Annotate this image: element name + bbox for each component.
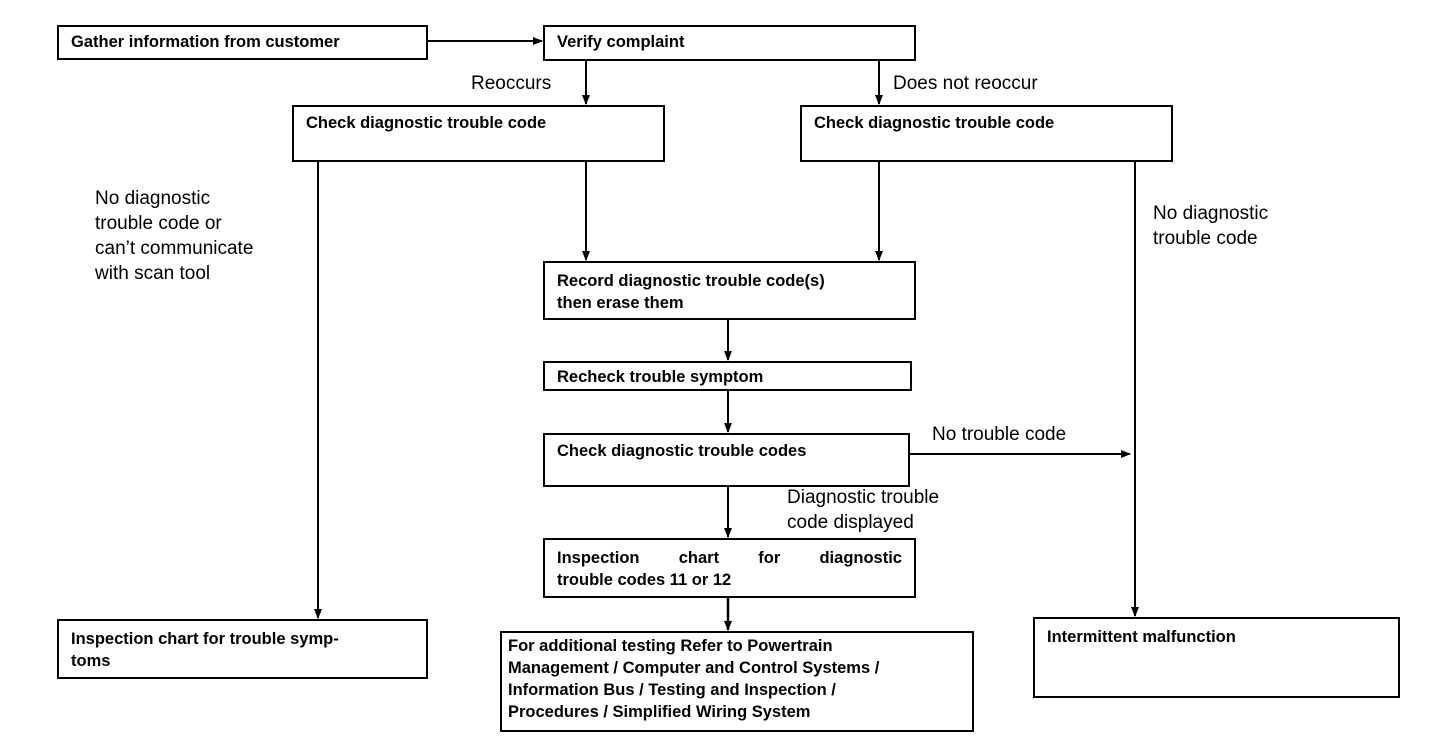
inspection-codes-line-2: trouble codes 11 or 12 [557, 571, 732, 589]
inspection-symptoms-box: Inspection chart for trouble symp- toms [57, 619, 428, 679]
verify-complaint-box: Verify complaint [543, 25, 916, 61]
recheck-symptom-box: Recheck trouble symptom [543, 361, 912, 391]
check-code-left-label: Check diagnostic trouble code [306, 114, 547, 132]
record-codes-line-1: Record diagnostic trouble code(s) [557, 272, 825, 290]
label-no-code-left-line-2: trouble code or [95, 213, 222, 234]
check-code-left-box: Check diagnostic trouble code [292, 105, 665, 162]
label-no-trouble-code: No trouble code [932, 424, 1067, 445]
check-code-right-box: Check diagnostic trouble code [800, 105, 1173, 162]
label-code-displayed: Diagnostic trouble code displayed [787, 485, 939, 535]
inspection-symptoms-line-2: toms [71, 652, 111, 670]
intermittent-malfunction-box: Intermittent malfunction [1033, 617, 1400, 698]
label-no-code-right-line-1: No diagnostic [1153, 203, 1269, 224]
additional-testing-line-1: For additional testing Refer to Powertra… [508, 637, 833, 655]
label-does-not-reoccur: Does not reoccur [893, 73, 1038, 94]
label-no-code-left-line-3: can’t communicate [95, 238, 254, 259]
gather-info-box: Gather information from customer [57, 25, 428, 60]
additional-testing-line-3: Information Bus / Testing and Inspection… [508, 681, 836, 699]
inspection-codes-line-1: Inspection chart for diagnostic [557, 549, 902, 567]
label-no-code-left-line-4: with scan tool [95, 263, 211, 284]
label-reoccurs: Reoccurs [471, 73, 552, 94]
check-code-right-label: Check diagnostic trouble code [814, 114, 1055, 132]
label-no-code-left: No diagnostic trouble code or can’t comm… [95, 186, 253, 286]
inspection-codes-box: Inspection chart for diagnostic trouble … [543, 538, 916, 598]
additional-testing-box: For additional testing Refer to Powertra… [500, 631, 974, 732]
gather-info-label: Gather information from customer [71, 33, 340, 51]
label-code-displayed-line-1: Diagnostic trouble [787, 487, 940, 508]
verify-complaint-label: Verify complaint [557, 33, 685, 51]
record-codes-line-2: then erase them [557, 294, 684, 312]
additional-testing-line-4: Procedures / Simplified Wiring System [508, 703, 811, 721]
inspection-symptoms-line-1: Inspection chart for trouble symp- [71, 630, 339, 648]
label-no-code-right: No diagnostic trouble code [1153, 201, 1268, 251]
intermittent-malfunction-label: Intermittent malfunction [1047, 628, 1236, 646]
check-codes-label: Check diagnostic trouble codes [557, 442, 807, 460]
record-codes-box: Record diagnostic trouble code(s) then e… [543, 261, 916, 320]
label-no-code-left-line-1: No diagnostic [95, 188, 211, 209]
label-no-code-right-line-2: trouble code [1153, 228, 1258, 249]
label-code-displayed-line-2: code displayed [787, 512, 914, 533]
additional-testing-line-2: Management / Computer and Control System… [508, 659, 880, 677]
recheck-symptom-label: Recheck trouble symptom [557, 368, 764, 386]
check-codes-box: Check diagnostic trouble codes [543, 433, 910, 487]
